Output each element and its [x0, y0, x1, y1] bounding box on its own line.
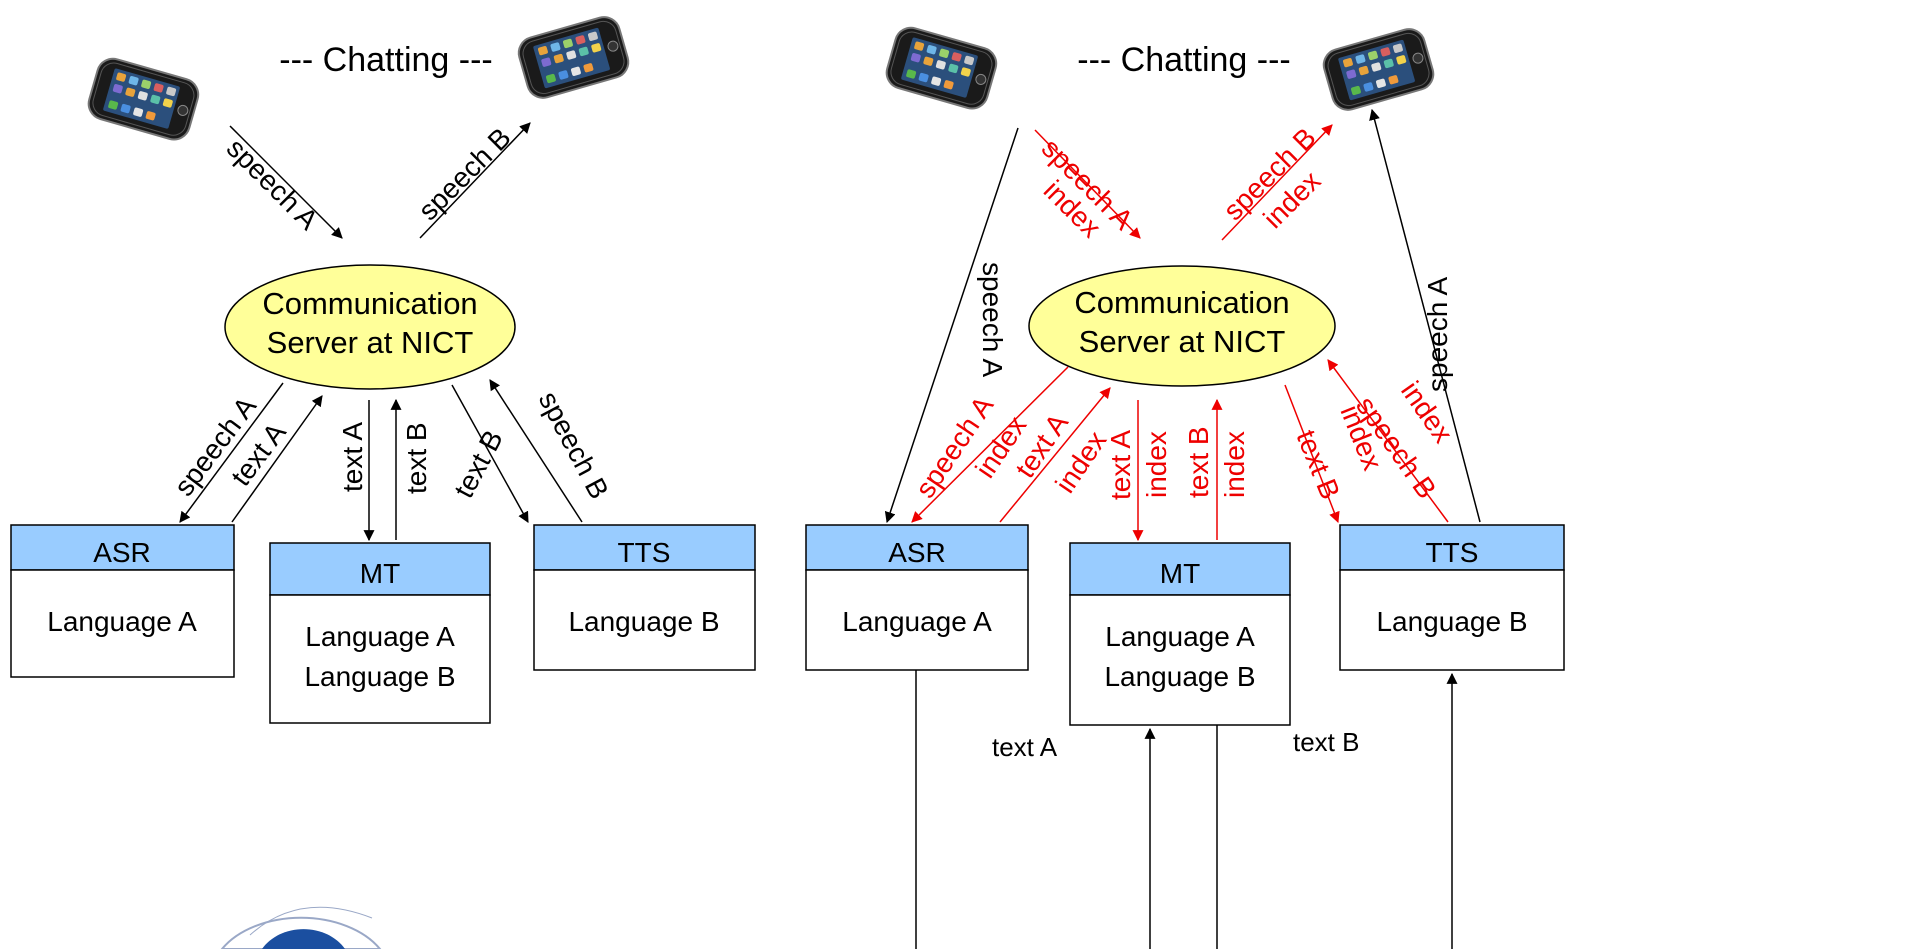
- mt-language-a: Language A: [1105, 621, 1255, 652]
- arrow-speech-a-to-asr: [179, 382, 284, 523]
- arrow-speech-a-index-to-asr: [911, 366, 1069, 523]
- label-text-b-tts: text B: [1290, 426, 1346, 504]
- mt-title: MT: [360, 558, 400, 589]
- asr-body: [10, 569, 235, 678]
- tts-language: Language B: [568, 606, 719, 637]
- mt-title: MT: [1160, 558, 1200, 589]
- mt-body: [1069, 594, 1291, 726]
- label-speech-a-direct: speech A: [977, 262, 1008, 378]
- communication-server: [1028, 265, 1336, 387]
- tts-language: Language B: [1376, 606, 1527, 637]
- mt-module: MT Language A Language B: [1069, 542, 1291, 726]
- server-name-line-1: Communication: [262, 286, 477, 321]
- arrow-speech-a-to-phone-b: [1369, 108, 1481, 523]
- tts-title: TTS: [1426, 537, 1479, 568]
- label-speech-b-top: speech B: [412, 122, 516, 226]
- phone-a-icon: [83, 54, 203, 145]
- tts-header: [1339, 524, 1565, 571]
- label-text-b-bottom: text B: [1293, 727, 1359, 757]
- asr-module: ASR Language A: [805, 524, 1029, 671]
- arrow-speech-a-direct-to-asr: [884, 127, 1019, 524]
- asr-title: ASR: [93, 537, 151, 568]
- label-speech-a-top: speech A: [221, 132, 325, 236]
- mt-language-b: Language B: [1104, 661, 1255, 692]
- server-name-line-2: Server at NICT: [267, 325, 474, 360]
- phone-b-icon: [514, 12, 634, 103]
- tts-module: TTS Language B: [533, 524, 756, 671]
- chatting-label: --- Chatting ---: [1077, 41, 1290, 79]
- asr-body: [805, 569, 1029, 671]
- asr-header: [10, 524, 235, 571]
- arrow-text-b-index-to-tts: [1284, 384, 1340, 524]
- label-text-a-bottom: text A: [992, 732, 1058, 762]
- mt-module: MT Language A Language B: [269, 542, 491, 724]
- logo-icon: [220, 906, 382, 949]
- tts-title: TTS: [618, 537, 671, 568]
- tts-module: TTS Language B: [1339, 524, 1565, 671]
- arrow-speech-b-index-to-server: [1327, 359, 1449, 523]
- asr-title: ASR: [888, 537, 946, 568]
- label-index-mt-out: index: [1219, 431, 1250, 498]
- asr-module: ASR Language A: [10, 524, 235, 678]
- mt-body: [269, 594, 491, 724]
- label-index-mt-in: index: [1141, 431, 1172, 498]
- communication-server: [224, 264, 516, 390]
- asr-language: Language A: [47, 606, 197, 637]
- server-name-line-2: Server at NICT: [1079, 324, 1286, 359]
- arrow-text-a-to-server: [231, 395, 323, 523]
- server-name-line-1: Communication: [1074, 285, 1289, 320]
- label-text-a-mt: text A: [337, 422, 368, 492]
- label-text-a-mt: text A: [1105, 430, 1136, 500]
- tts-body: [1339, 569, 1565, 671]
- arrow-speech-b-index-to-phone: [1221, 124, 1333, 241]
- label-speech-b-tts: speech B: [533, 386, 615, 504]
- arrow-text-b-to-tts: [451, 384, 529, 523]
- mt-language-b: Language B: [304, 661, 455, 692]
- arrow-speech-b-to-server: [489, 379, 583, 523]
- chatting-label: --- Chatting ---: [279, 41, 492, 79]
- label-text-b-tts: text B: [448, 425, 509, 503]
- right-diagram: --- Chatting --- Communication Server at…: [805, 23, 1565, 949]
- phone-a-icon: [881, 23, 1001, 114]
- left-diagram: --- Chatting --- Communication Server at…: [10, 12, 756, 949]
- arrow-speech-a-to-server: [229, 125, 343, 239]
- tts-body: [533, 569, 756, 671]
- arrow-speech-b-to-phone: [419, 122, 531, 239]
- arrow-text-a-index-to-server: [999, 387, 1111, 523]
- label-text-b-mt: text B: [401, 422, 432, 494]
- asr-language: Language A: [842, 606, 992, 637]
- mt-header: [269, 542, 491, 596]
- label-text-b-mt: text B: [1183, 426, 1214, 498]
- phone-b-icon: [1319, 24, 1439, 115]
- mt-language-a: Language A: [305, 621, 455, 652]
- arrow-speech-a-index-to-server: [1034, 129, 1141, 239]
- mt-header: [1069, 542, 1291, 596]
- label-speech-a-back: speech A: [1422, 276, 1453, 392]
